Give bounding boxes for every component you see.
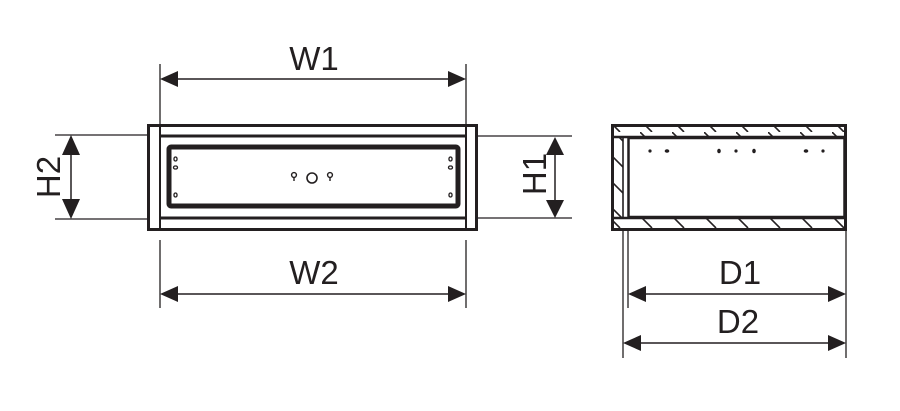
h2-label: H2 xyxy=(30,156,67,198)
hatched-wall-top xyxy=(613,126,845,137)
side-slots-left xyxy=(172,156,179,198)
dimension-h2: H2 xyxy=(30,134,148,220)
w2-arrow-right-icon xyxy=(448,286,466,302)
dimension-d1: D1 xyxy=(627,230,847,358)
keyhole-left-icon xyxy=(290,171,298,181)
w2-label: W2 xyxy=(289,254,339,291)
hatched-wall-left xyxy=(613,137,623,218)
d2-arrow-right-icon xyxy=(828,335,846,351)
h1-arrow-up-icon xyxy=(546,137,564,155)
front-view xyxy=(147,124,478,231)
dimension-w1: W1 xyxy=(159,40,467,125)
mounting-dots xyxy=(648,148,825,154)
w1-arrow-right-icon xyxy=(448,71,466,87)
h2-arrow-up-icon xyxy=(62,135,80,155)
side-view xyxy=(611,124,847,231)
h2-arrow-down-icon xyxy=(62,199,80,219)
center-hole-icon xyxy=(306,172,318,184)
d1-arrow-left-icon xyxy=(628,286,646,302)
hatched-wall-bottom xyxy=(613,218,845,229)
w2-arrow-left-icon xyxy=(160,286,178,302)
dimension-w2: W2 xyxy=(159,240,467,308)
d1-label: D1 xyxy=(719,254,761,291)
d2-label: D2 xyxy=(717,303,759,340)
front-inner-panel xyxy=(166,144,461,209)
front-outer-frame xyxy=(147,124,478,231)
h1-arrow-down-icon xyxy=(546,200,564,218)
d1-arrow-right-icon xyxy=(828,286,846,302)
side-slots-right xyxy=(447,156,454,198)
keyhole-right-icon xyxy=(326,171,334,181)
dimension-d2: D2 xyxy=(622,230,846,358)
w1-label: W1 xyxy=(289,40,339,77)
d2-arrow-left-icon xyxy=(623,335,641,351)
w1-arrow-left-icon xyxy=(160,71,178,87)
dimension-h1: H1 xyxy=(476,135,572,219)
h1-label: H1 xyxy=(516,153,553,195)
